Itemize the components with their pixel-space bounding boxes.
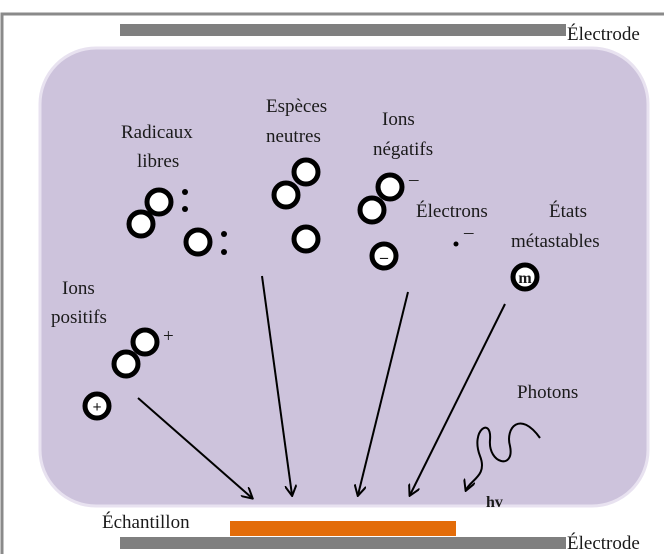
positive-ion-molecule-charge: + <box>163 326 174 347</box>
top-electrode-label: Électrode <box>567 23 640 45</box>
neutral-species-label-line2: neutres <box>266 126 321 147</box>
free-radicals-label-line1: Radicaux <box>121 122 193 143</box>
negative-ion-molecule <box>357 172 405 225</box>
neutral-species-label-line1: Espèces <box>266 96 327 117</box>
positive-ion-molecule <box>111 327 160 379</box>
top-electrode <box>120 24 566 36</box>
free-radical-molecule <box>126 187 188 239</box>
bottom-electrode-label: Électrode <box>567 532 640 554</box>
arrow-negative-ions <box>358 291 409 495</box>
bottom-electrode <box>120 537 566 549</box>
positive-ions-label-line2: positifs <box>51 307 107 328</box>
negative-ions-label-line2: négatifs <box>373 139 433 160</box>
free-radicals-label-line2: libres <box>137 151 179 172</box>
neutral-molecule <box>271 157 321 210</box>
electron-dot <box>453 241 459 247</box>
metastable-symbol: m <box>518 270 532 287</box>
photon-symbol: hv <box>486 494 503 511</box>
photon-wave <box>466 422 541 490</box>
neutral-atom <box>291 224 321 254</box>
free-radical-atom <box>183 227 227 257</box>
sample <box>230 521 456 536</box>
metastable-atom: m <box>510 262 540 292</box>
electrons-label: Électrons <box>416 200 488 222</box>
arrow-neutral-species <box>261 275 292 495</box>
negative-ion-atom: – <box>369 241 399 271</box>
positive-ion-atom-symbol: + <box>92 399 101 416</box>
plasma-region <box>38 46 650 508</box>
negative-ion-molecule-charge: – <box>408 169 419 190</box>
negative-ions-label-line1: Ions <box>382 109 415 130</box>
metastable-label-line2: métastables <box>511 231 600 252</box>
metastable-label-line1: États <box>549 200 587 222</box>
arrow-metastable <box>410 303 506 495</box>
sample-label: Échantillon <box>102 511 190 533</box>
negative-ion-atom-symbol: – <box>379 249 389 266</box>
positive-ions-label-line1: Ions <box>62 278 95 299</box>
electron-charge: – <box>463 222 474 243</box>
photons-label: Photons <box>517 382 578 403</box>
arrow-positive-ions <box>137 397 252 498</box>
chamber-frame <box>0 12 664 554</box>
positive-ion-atom: + <box>82 391 112 421</box>
